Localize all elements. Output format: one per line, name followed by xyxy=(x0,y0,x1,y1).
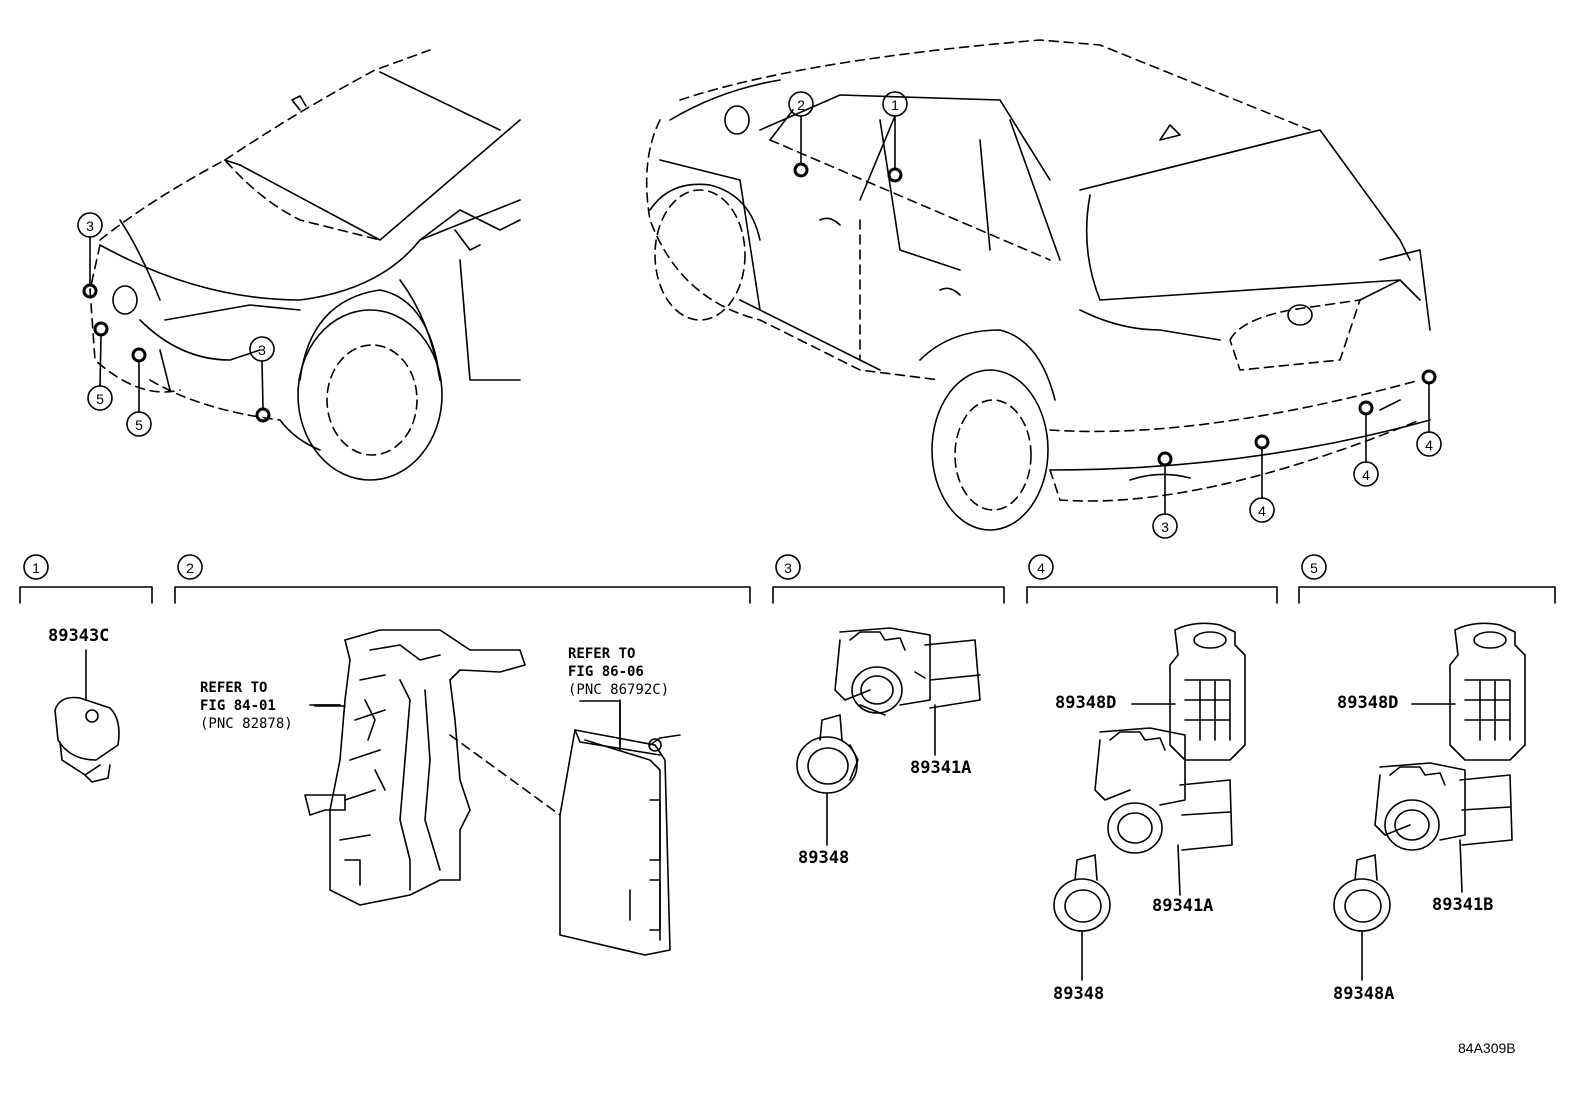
section-number: 1 xyxy=(32,560,40,576)
ref-line: FIG 86-06 xyxy=(568,664,644,680)
section-number: 2 xyxy=(186,560,194,576)
sensor-mark xyxy=(1421,369,1437,385)
callout-4-rear-right xyxy=(1353,461,1379,487)
ref-line: REFER TO xyxy=(568,646,636,662)
front-vehicle-illustration xyxy=(89,49,521,481)
callout-1-cabin xyxy=(882,91,908,117)
callout-label: 4 xyxy=(1362,467,1370,483)
section-number: 4 xyxy=(1037,560,1045,576)
callout-3-front-right xyxy=(249,336,275,362)
ref-pnc: (PNC 82878) xyxy=(200,716,293,732)
callout-label: 3 xyxy=(1161,519,1169,535)
ref-line: FIG 84-01 xyxy=(200,698,276,714)
part-number-89348: 89348 xyxy=(1053,984,1105,1004)
section-4-number-ring xyxy=(1028,554,1054,580)
callout-label: 4 xyxy=(1258,503,1266,519)
part-number-89348A: 89348A xyxy=(1333,984,1395,1004)
section-2-number-ring xyxy=(177,554,203,580)
callout-3-front-left xyxy=(77,212,103,238)
callout-4-rear-corner xyxy=(1416,431,1442,457)
callout-label: 4 xyxy=(1425,437,1433,453)
ref-pnc: (PNC 86792C) xyxy=(568,682,670,698)
sensor-mark xyxy=(1358,400,1374,416)
callout-5-front-left xyxy=(87,385,113,411)
callout-5-front-center xyxy=(126,411,152,437)
figure-id: 84A309B xyxy=(1458,1040,1516,1056)
section-2-drawing xyxy=(304,629,681,956)
sensor-mark xyxy=(1157,451,1173,467)
refer-to-fig-86-06: REFER TO FIG 86-06 (PNC 86792C) xyxy=(568,645,669,699)
callout-4-rear-center xyxy=(1249,497,1275,523)
sensor-mark xyxy=(93,321,109,337)
section-4-drawing xyxy=(1053,622,1246,981)
part-number-89343C: 89343C xyxy=(48,626,110,646)
part-number-89348D: 89348D xyxy=(1337,693,1399,713)
callout-label: 3 xyxy=(258,342,266,358)
callout-label: 5 xyxy=(96,391,104,407)
section-number: 3 xyxy=(784,560,792,576)
callout-label: 5 xyxy=(135,417,143,433)
section-5-number-ring xyxy=(1301,554,1327,580)
sensor-mark xyxy=(887,167,903,183)
section-5-drawing xyxy=(1333,622,1526,981)
section-1-number-ring xyxy=(23,554,49,580)
section-3-number-ring xyxy=(775,554,801,580)
sensor-mark xyxy=(82,283,98,299)
sensor-mark xyxy=(131,347,147,363)
section-3-drawing xyxy=(796,627,981,846)
callout-label: 1 xyxy=(891,97,899,113)
callout-3-rear xyxy=(1152,513,1178,539)
section-number: 5 xyxy=(1310,560,1318,576)
part-number-89341A: 89341A xyxy=(910,758,972,778)
part-89343C-drawing xyxy=(54,649,120,783)
part-number-89341B: 89341B xyxy=(1432,895,1494,915)
section-brackets xyxy=(19,554,1556,604)
callout-label: 3 xyxy=(86,218,94,234)
part-number-89348: 89348 xyxy=(798,848,850,868)
sensor-mark xyxy=(793,162,809,178)
callout-2-cabin xyxy=(788,91,814,117)
ref-line: REFER TO xyxy=(200,680,268,696)
callout-label: 2 xyxy=(797,97,805,113)
vehicle-callouts xyxy=(77,91,1442,539)
sensor-mark xyxy=(255,407,271,423)
part-number-89341A: 89341A xyxy=(1152,896,1214,916)
rear-vehicle-illustration xyxy=(645,39,1431,531)
sensor-mark xyxy=(1254,434,1270,450)
part-number-89348D: 89348D xyxy=(1055,693,1117,713)
refer-to-fig-84-01: REFER TO FIG 84-01 (PNC 82878) xyxy=(200,679,293,733)
